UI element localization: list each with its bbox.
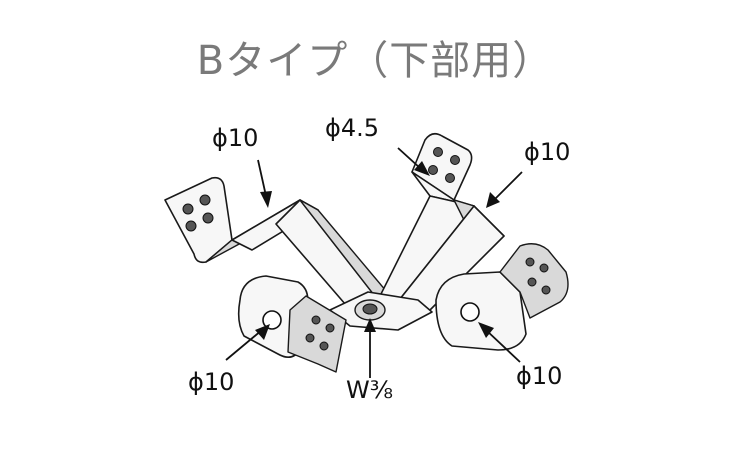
arrow-bottom-left (225, 324, 270, 361)
diagram-title: Bタイプ（下部用） (196, 38, 554, 84)
label-bottom-left: ϕ10 (188, 368, 234, 396)
right-arm (377, 171, 505, 311)
arrow-bottom-center (364, 318, 376, 378)
arrow-top-left (257, 159, 272, 208)
right-lower-flange (435, 243, 569, 351)
center-plate (329, 291, 433, 331)
label-bottom-right: ϕ10 (516, 362, 562, 390)
label-top-left: ϕ10 (212, 124, 258, 152)
label-top-right: ϕ10 (524, 138, 570, 166)
arrow-top-mid (397, 147, 430, 176)
label-bottom-center: W⅜ (346, 376, 393, 404)
arrow-top-right (486, 171, 523, 208)
left-lower-flange (237, 275, 347, 373)
left-upper-tab (164, 176, 233, 264)
arrow-bottom-right (478, 322, 521, 363)
right-upper-tab (411, 132, 473, 201)
label-top-mid: ϕ4.5 (325, 114, 379, 142)
